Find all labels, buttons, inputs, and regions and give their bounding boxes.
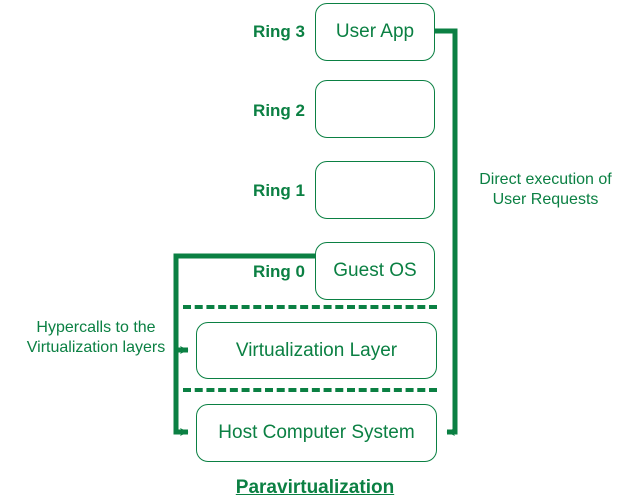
ring-label-0: Ring 0 bbox=[253, 262, 305, 281]
annotation-direct-execution: Direct execution of User Requests bbox=[463, 170, 628, 210]
annotation-hypercalls: Hypercalls to the Virtualization layers bbox=[6, 318, 186, 358]
ring-label-3: Ring 3 bbox=[253, 22, 305, 41]
annotation-direct-execution-line1: Direct execution of bbox=[479, 171, 612, 188]
diagram-caption: Paravirtualization bbox=[235, 477, 395, 498]
box-virtualization-layer-label: Virtualization Layer bbox=[235, 339, 398, 361]
annotation-direct-execution-line2: User Requests bbox=[492, 191, 599, 208]
dashed-separator-bottom bbox=[183, 388, 437, 392]
ring-label-2: Ring 2 bbox=[253, 101, 305, 120]
ring-box-user-app-label: User App bbox=[335, 21, 415, 42]
dashed-separator-top bbox=[183, 305, 437, 309]
ring-box-user-app[interactable]: User App bbox=[315, 3, 435, 61]
box-host-computer-system-label: Host Computer System bbox=[218, 422, 415, 443]
annotation-hypercalls-line1: Hypercalls to the bbox=[36, 319, 156, 336]
box-host-computer-system[interactable]: Host Computer System bbox=[196, 404, 437, 462]
ring-box-ring2[interactable] bbox=[315, 80, 435, 138]
connector-user-app-to-host bbox=[435, 28, 458, 436]
ring-label-1: Ring 1 bbox=[253, 181, 305, 200]
ring-box-guest-os[interactable]: Guest OS bbox=[315, 242, 435, 300]
ring-box-ring1[interactable] bbox=[315, 161, 435, 219]
ring-box-guest-os-label: Guest OS bbox=[333, 260, 417, 281]
box-virtualization-layer[interactable]: Virtualization Layer bbox=[196, 322, 437, 379]
annotation-hypercalls-line2: Virtualization layers bbox=[26, 339, 166, 356]
